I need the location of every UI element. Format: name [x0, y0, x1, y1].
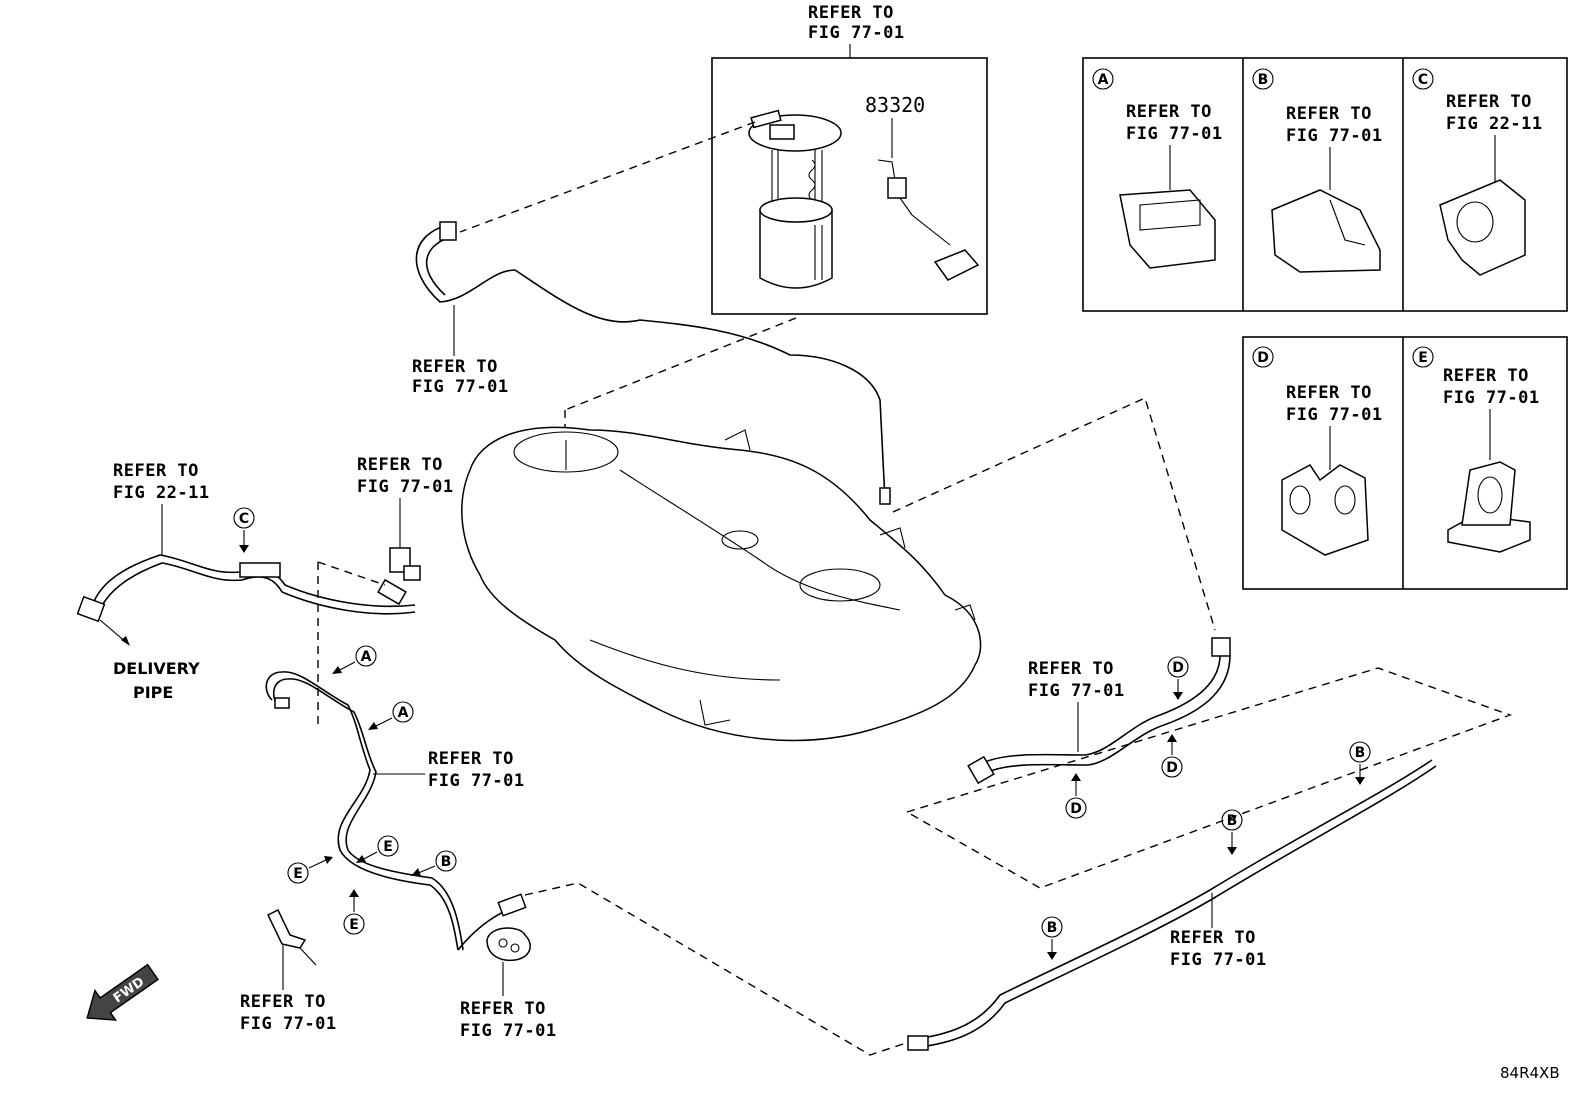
long-tube-refer-line1[interactable]: REFER TO	[1170, 928, 1256, 948]
clip-a-icon	[1119, 189, 1216, 269]
delivery-refer-line1[interactable]: REFER TO	[113, 461, 199, 481]
clip-b-refer-line1: REFER TO	[1286, 104, 1372, 124]
clip-c-letter: C	[1418, 72, 1428, 88]
callout-a2: A	[368, 701, 414, 730]
clip-box-c[interactable]: C REFER TO FIG 22-11	[1412, 68, 1543, 276]
clip-c-icon	[1439, 179, 1526, 276]
clip-box-abc-frame	[1082, 57, 1568, 312]
main-tube-refer-line2[interactable]: FIG 77-01	[428, 771, 525, 791]
clip-c-refer-line1: REFER TO	[1446, 92, 1532, 112]
delivery-refer-line2[interactable]: FIG 22-11	[113, 483, 210, 503]
clip-d-letter: D	[1257, 350, 1269, 366]
bracket-bottom-refer-line2[interactable]: FIG 77-01	[460, 1021, 557, 1041]
feed-hose-refer-line2[interactable]: FIG 77-01	[412, 377, 509, 397]
long-fuel-tube[interactable]	[907, 759, 1437, 1051]
svg-text:E: E	[349, 917, 359, 933]
clip-e-letter: E	[1418, 350, 1428, 366]
part-number-83320[interactable]: 83320	[865, 93, 925, 117]
svg-text:B: B	[1355, 745, 1366, 761]
clip-b-icon	[1271, 189, 1381, 273]
svg-text:D: D	[1166, 760, 1178, 776]
vent-valve-part[interactable]	[377, 547, 421, 606]
svg-text:A: A	[398, 705, 409, 721]
callout-b4: B	[1041, 916, 1063, 960]
callout-a1: A	[332, 645, 377, 674]
fuel-pump-refer-line1[interactable]: REFER TO	[808, 3, 894, 23]
clip-box-b[interactable]: B REFER TO FIG 77-01	[1252, 68, 1383, 273]
feed-hose-line[interactable]	[415, 221, 891, 505]
bracket-left-refer-line1[interactable]: REFER TO	[240, 992, 326, 1012]
svg-text:D: D	[1070, 801, 1082, 817]
clip-e-refer-line1: REFER TO	[1443, 366, 1529, 386]
svg-text:D: D	[1172, 660, 1184, 676]
feed-hose-refer-line1[interactable]: REFER TO	[412, 357, 498, 377]
svg-text:A: A	[361, 649, 372, 665]
clip-b-refer-line2: FIG 77-01	[1286, 126, 1383, 146]
svg-text:E: E	[383, 839, 393, 855]
callout-c: C	[233, 507, 255, 553]
clip-c-refer-line2: FIG 22-11	[1446, 114, 1543, 134]
vent-valve-refer-line2[interactable]: FIG 77-01	[357, 477, 454, 497]
callout-b2: B	[1349, 741, 1371, 785]
callout-b3: B	[1221, 809, 1243, 855]
delivery-pipe-line1[interactable]: DELIVERY	[113, 659, 200, 678]
bracket-left-refer-line2[interactable]: FIG 77-01	[240, 1014, 337, 1034]
callout-b1: B	[411, 850, 457, 876]
svg-text:C: C	[239, 511, 249, 527]
long-tube-refer-line2[interactable]: FIG 77-01	[1170, 950, 1267, 970]
clip-box-e[interactable]: E REFER TO FIG 77-01	[1412, 346, 1540, 553]
right-filler-hose[interactable]	[967, 637, 1231, 785]
bracket-bottom-part[interactable]	[486, 927, 531, 962]
clip-box-de-frame	[1242, 336, 1568, 590]
callout-d3: D	[1065, 773, 1087, 819]
diagram-code: 84R4XB	[1500, 1064, 1560, 1082]
fuel-pump-box	[711, 57, 988, 315]
right-hose-refer-line2[interactable]: FIG 77-01	[1028, 681, 1125, 701]
bracket-bottom-refer-line1[interactable]: REFER TO	[460, 999, 546, 1019]
clip-box-d[interactable]: D REFER TO FIG 77-01	[1252, 346, 1383, 556]
clip-legend-top: A REFER TO FIG 77-01 B REFER TO FIG 77-0…	[1082, 57, 1568, 312]
clip-a-refer-line1: REFER TO	[1126, 102, 1212, 122]
vent-valve-refer-line1[interactable]: REFER TO	[357, 455, 443, 475]
delivery-pipe-line2[interactable]: PIPE	[133, 683, 173, 702]
clip-a-letter: A	[1098, 72, 1109, 88]
main-tube-line[interactable]	[265, 671, 527, 951]
svg-text:B: B	[441, 854, 452, 870]
forward-direction-arrow: FWD	[86, 963, 159, 1021]
callout-d2: D	[1161, 734, 1183, 778]
callout-e1: E	[287, 856, 333, 884]
clip-b-letter: B	[1258, 72, 1269, 88]
clip-legend-bottom: D REFER TO FIG 77-01 E REFER TO FIG 77-0…	[1242, 336, 1568, 590]
fuel-pump-assembly-group: REFER TO FIG 77-01 83320	[459, 3, 988, 440]
svg-text:B: B	[1047, 920, 1058, 936]
callout-d1: D	[1167, 656, 1189, 700]
clip-e-refer-line2: FIG 77-01	[1443, 388, 1540, 408]
clip-d-refer-line2: FIG 77-01	[1286, 405, 1383, 425]
fuel-pump-refer-line2[interactable]: FIG 77-01	[808, 23, 905, 43]
right-hose-refer-line1[interactable]: REFER TO	[1028, 659, 1114, 679]
clip-a-refer-line2: FIG 77-01	[1126, 124, 1223, 144]
fuel-pump-illustration[interactable]	[748, 109, 842, 289]
svg-text:B: B	[1227, 813, 1238, 829]
callout-e3: E	[343, 889, 365, 935]
fuel-sender-illustration[interactable]	[877, 159, 980, 281]
clip-d-icon	[1281, 464, 1369, 556]
svg-text:E: E	[293, 866, 303, 882]
callout-e2: E	[356, 835, 399, 863]
delivery-hose[interactable]	[76, 554, 416, 623]
clip-box-a[interactable]: A REFER TO FIG 77-01	[1092, 68, 1223, 269]
clip-d-refer-line1: REFER TO	[1286, 383, 1372, 403]
main-tube-refer-line1[interactable]: REFER TO	[428, 749, 514, 769]
bracket-left-part[interactable]	[267, 908, 317, 966]
fuel-tank[interactable]	[461, 426, 982, 742]
